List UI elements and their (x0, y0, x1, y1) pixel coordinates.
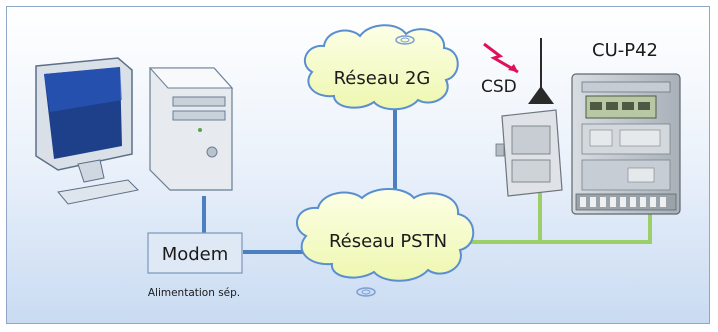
cloud-reseau-pstn (295, 188, 475, 297)
label-modem-note: Alimentation sép. (148, 287, 240, 299)
label-reseau-pstn: Réseau PSTN (329, 231, 447, 252)
link-meter-green (540, 205, 652, 244)
modem-box (147, 232, 243, 274)
meter-icon (495, 73, 681, 215)
antenna-icon (528, 38, 554, 104)
cloud-reseau-2g (303, 24, 459, 111)
label-csd: CSD (481, 77, 517, 97)
label-reseau-2g: Réseau 2G (334, 68, 431, 89)
lightning-icon (483, 42, 519, 74)
label-cu-p42: CU-P42 (592, 40, 658, 61)
label-modem: Modem (162, 244, 229, 265)
computer-icon (35, 57, 234, 205)
